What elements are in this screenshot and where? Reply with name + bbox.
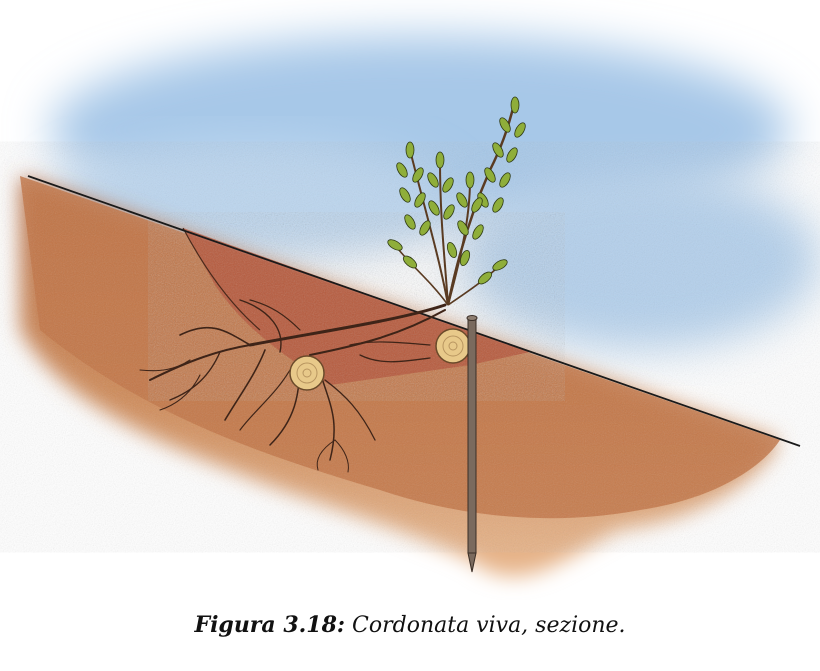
log-right — [436, 329, 470, 363]
figure-caption: Figura 3.18: Cordonata viva, sezione. — [0, 612, 820, 638]
cordonata-illustration — [0, 0, 820, 600]
stake — [467, 316, 477, 573]
caption-label: Figura 3.18: — [194, 612, 345, 638]
caption-text: Cordonata viva, sezione. — [352, 613, 626, 638]
log-left — [290, 356, 324, 390]
